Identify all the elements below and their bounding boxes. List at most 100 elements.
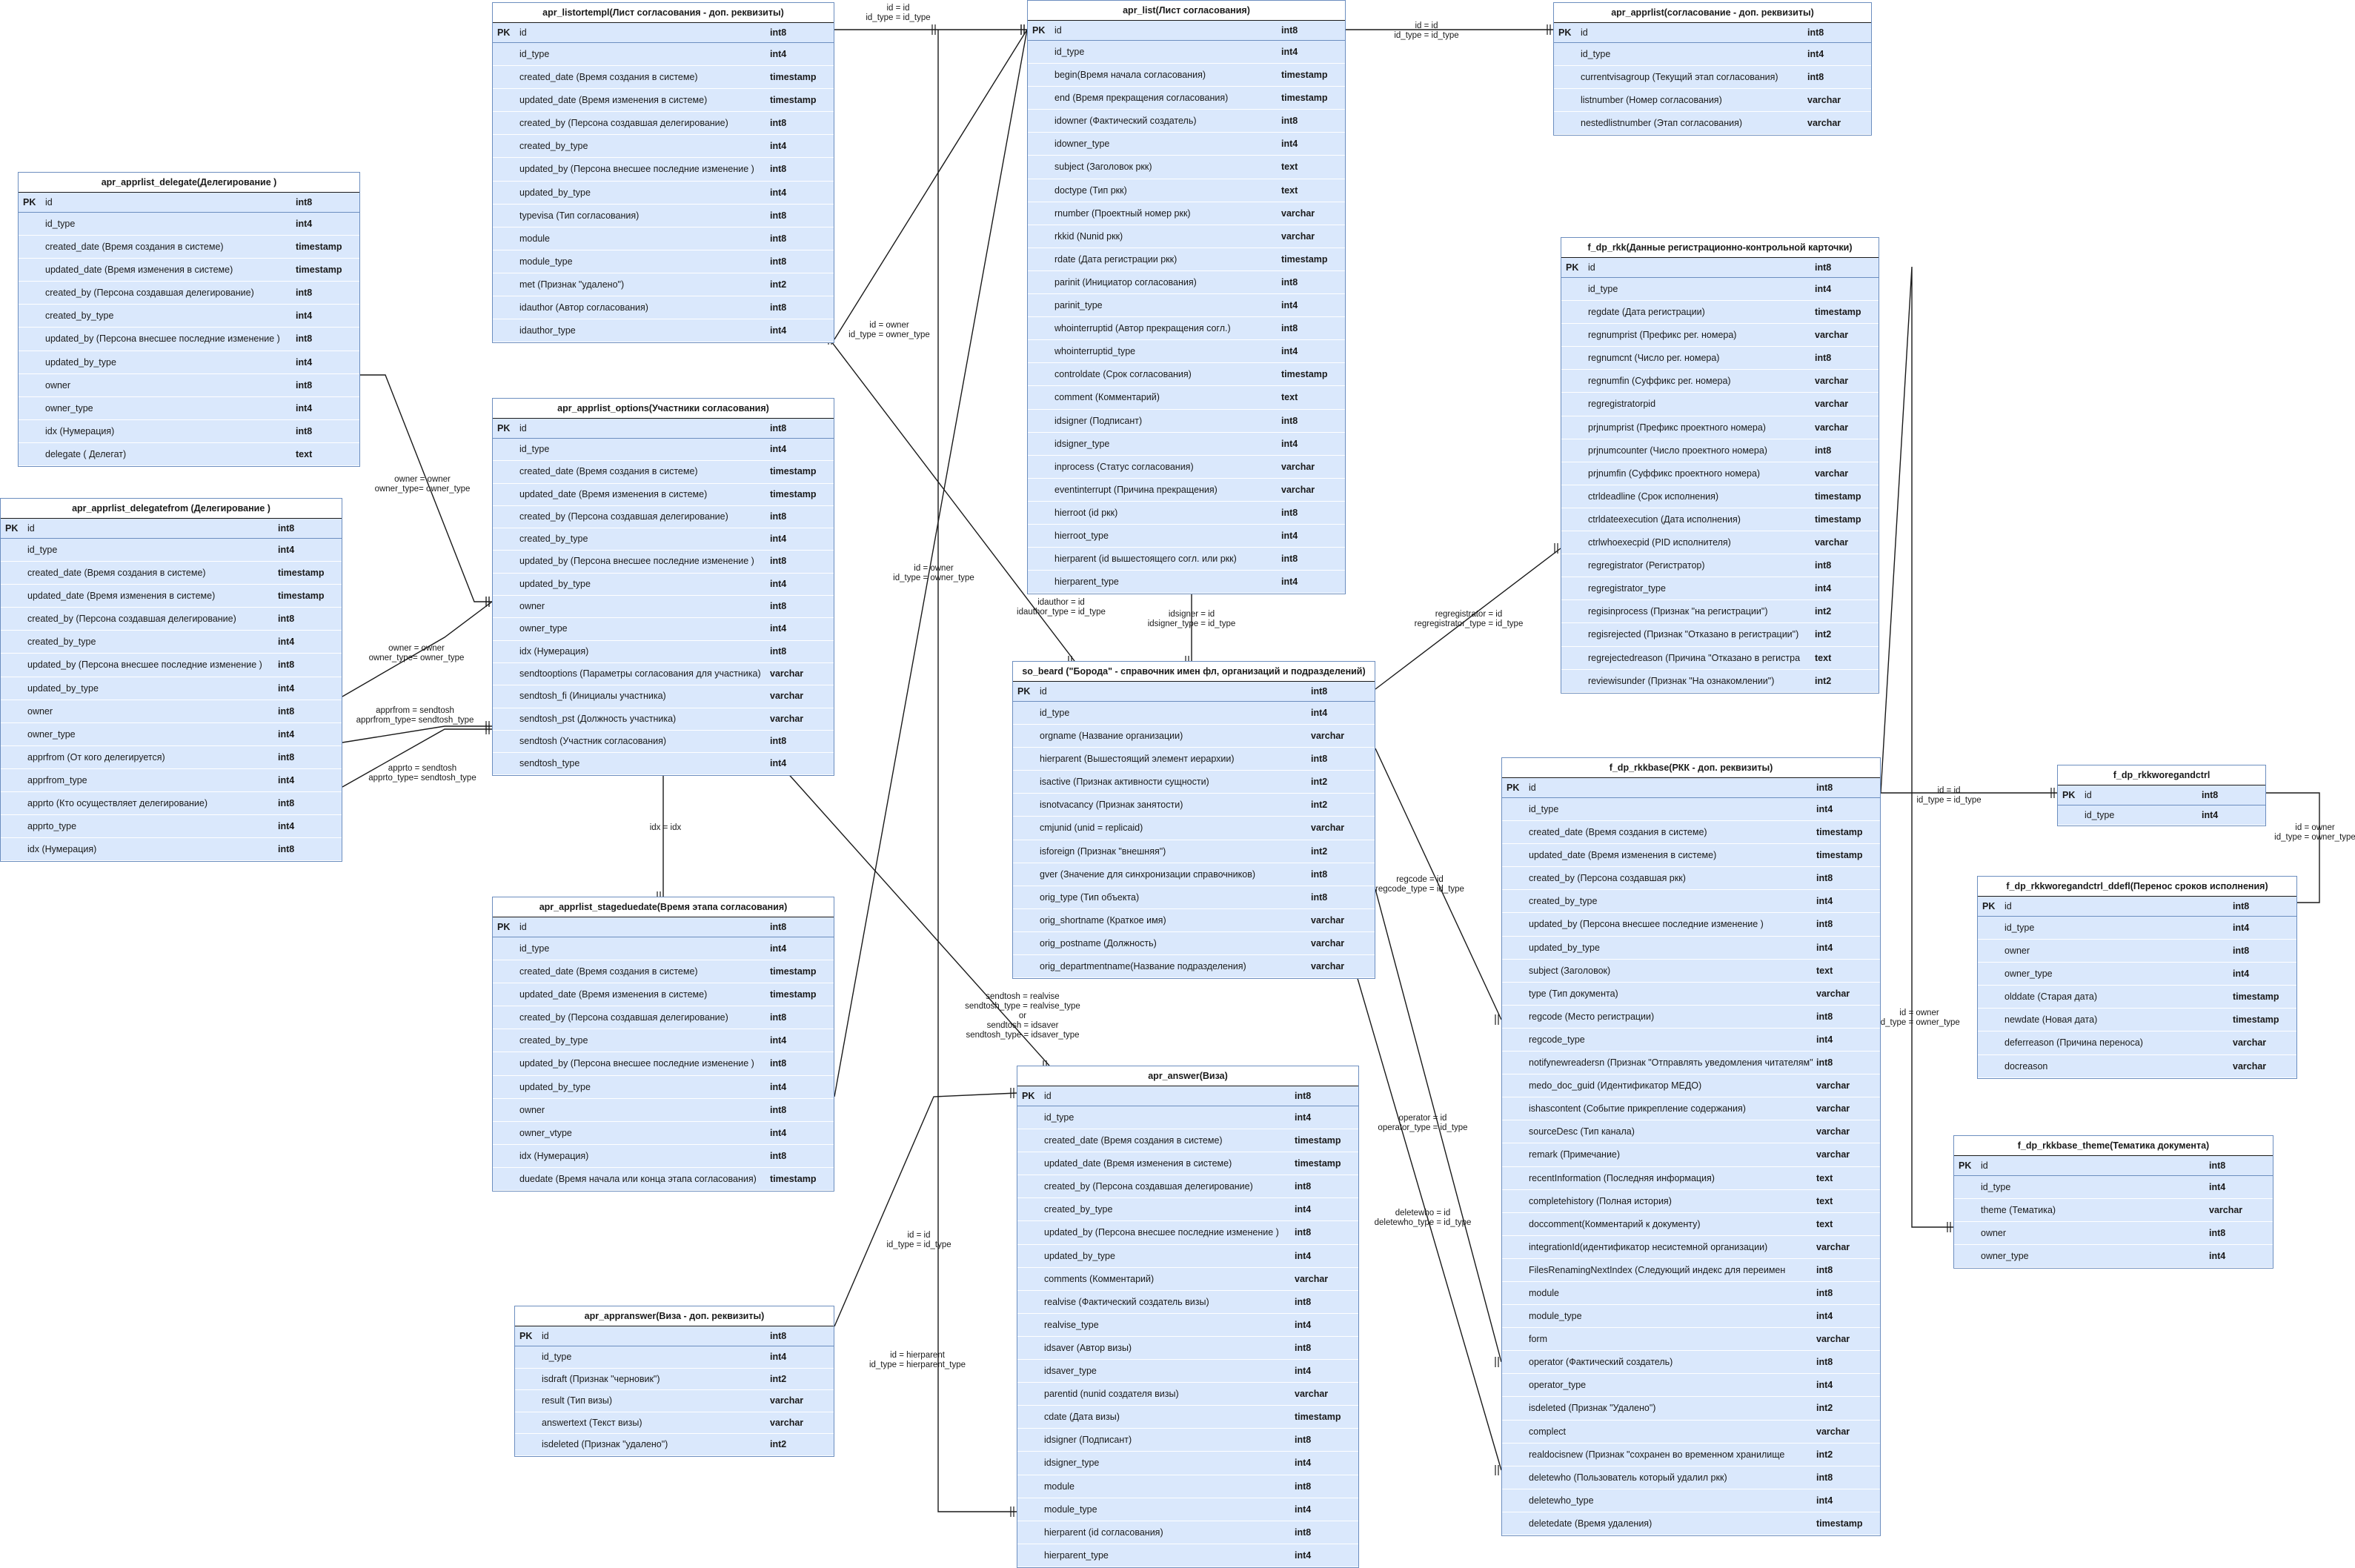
entity-table[interactable]: apr_listortempl(Лист согласования - доп.… [492,2,834,344]
field-type: int4 [278,637,295,648]
field-type: timestamp [1295,1158,1341,1169]
key-marker: PK [519,1331,533,1341]
field-name: idsaver_type [1044,1366,1097,1377]
field-name: doctype (Тип ркк) [1054,185,1127,196]
field-row-ctrlwhoexecpid: ctrlwhoexecpid (PID исполнителя)varchar [1561,531,1879,555]
field-type: text [1281,185,1298,196]
field-name: FilesRenamingNextIndex (Следующий индекс… [1529,1264,1786,1275]
relation-label: idx = idx [650,823,682,832]
relation-label-line: id = hierparent [890,1351,946,1360]
field-type: int8 [278,751,295,763]
entity-table[interactable]: apr_apprlist_stageduedate(Время этапа со… [492,897,834,1192]
entity-table[interactable]: apr_apprlist_delegatefrom (Делегирование… [0,498,342,863]
field-type: int8 [1295,1227,1312,1238]
field-type: varchar [1816,1334,1850,1345]
entity-table[interactable]: f_dp_rkkworegandctrl_ddefl(Перенос сроко… [1977,876,2297,1079]
field-name: created_by (Персона создавшая делегирова… [27,614,236,625]
field-type: varchar [1281,230,1315,242]
field-row-isdraft: isdraft (Признак "черновик")int2 [515,1369,834,1390]
relation-label-line: idx = idx [650,823,682,832]
field-row-hierroot: hierroot (id ркк)int8 [1028,502,1345,525]
relation-label-line: apprfrom = sendtosh [376,706,454,715]
field-name: updated_date (Время изменения в системе) [1529,850,1717,861]
field-row-created_date: created_date (Время создания в системе)t… [19,236,359,259]
relation-label-line: sendtosh_type = idsaver_type [966,1031,1079,1040]
field-name: id_type [1044,1112,1074,1123]
field-name: id [519,922,527,932]
relation-label-line: operator = id [1399,1114,1447,1123]
field-type: int8 [278,844,295,855]
field-row-updated_date: updated_date (Время изменения в системе)… [493,484,834,506]
field-name: rnumber (Проектный номер ркк) [1054,207,1191,219]
cardinality-marker [1495,1357,1499,1367]
field-row-nestedlistnumber: nestedlistnumber (Этап согласования)varc… [1554,112,1871,136]
field-type: varchar [770,1417,804,1428]
field-type: timestamp [2233,1014,2279,1026]
field-type: varchar [2233,1060,2267,1072]
field-name: created_by (Персона создавшая делегирова… [1044,1181,1253,1192]
field-type: int8 [1295,1527,1312,1538]
field-name: id [2004,901,2012,911]
field-name: id [1529,783,1536,793]
field-type: int8 [1295,1342,1312,1353]
field-name: id [519,27,527,38]
relation-label-line: regregistrator = id [1435,610,1502,619]
field-type: int8 [770,233,787,244]
field-type: int2 [1815,629,1832,640]
relationship-line [1352,963,1502,1471]
field-row-isdeleted: isdeleted (Признак "Удалено")int2 [1502,1397,1880,1421]
field-name: deletedate (Время удаления) [1529,1518,1653,1529]
entity-table[interactable]: so_beard ("Борода" - справочник имен фл,… [1012,661,1375,980]
field-type: int8 [278,660,295,671]
relation-label-line: or [1019,1011,1026,1020]
field-row-inprocess: inprocess (Статус согласования)varchar [1028,456,1345,479]
field-name: realvise (Фактический создатель визы) [1044,1296,1209,1307]
entity-table[interactable]: apr_apprlist(согласование - доп. реквизи… [1553,2,1872,136]
field-row-orig_type: orig_type (Тип объекта)int8 [1013,886,1375,909]
field-type: varchar [1815,376,1849,387]
cardinality-marker [1020,24,1025,35]
field-row-created_by: created_by (Персона создавшая делегирова… [1017,1175,1358,1199]
field-name: isactive (Признак активности сущности) [1040,777,1209,788]
field-name: owner [519,1104,545,1115]
relation-label-line: deletewho = id [1395,1209,1451,1217]
field-row-regisinprocess: regisinprocess (Признак "на регистрации"… [1561,600,1879,624]
field-type: int8 [770,511,787,522]
field-row-sendtosh: sendtosh (Участник согласования)int8 [493,731,834,754]
field-row-created_by: created_by (Персона создавшая ркк)int8 [1502,867,1880,891]
field-name: created_date (Время создания в системе) [1529,827,1707,838]
relationship-line [1375,548,1561,690]
field-row-regregistrator: regregistrator (Регистратор)int8 [1561,554,1879,578]
field-type: int4 [770,325,787,336]
field-row-sourcedesc: sourceDesc (Тип канала)varchar [1502,1120,1880,1144]
field-row-subject: subject (Заголовок)text [1502,960,1880,983]
entity-table[interactable]: f_dp_rkkbase_theme(Тематика документа)PK… [1953,1135,2273,1269]
field-name: id_type [519,943,550,954]
relationship-line [819,325,1075,662]
field-name: updated_by (Персона внесшее последние из… [27,660,262,671]
entity-table[interactable]: apr_apprlist_options(Участники согласова… [492,398,834,777]
entity-table[interactable]: f_dp_rkk(Данные регистрационно-контрольн… [1561,237,1879,694]
field-type: timestamp [1281,369,1328,380]
field-name: apprto (Кто осуществляет делегирование) [27,798,208,809]
relation-label-line: id = owner [914,564,954,573]
field-name: prjnumcounter (Число проектного номера) [1588,445,1767,456]
relationship-line [342,728,492,788]
cardinality-marker [1495,1465,1499,1475]
field-name: id_type [45,219,76,229]
field-type: int4 [1816,1380,1833,1391]
field-name: owner [2004,946,2030,957]
field-name: hierparent_type [1054,577,1119,588]
field-name: id [1054,25,1062,36]
